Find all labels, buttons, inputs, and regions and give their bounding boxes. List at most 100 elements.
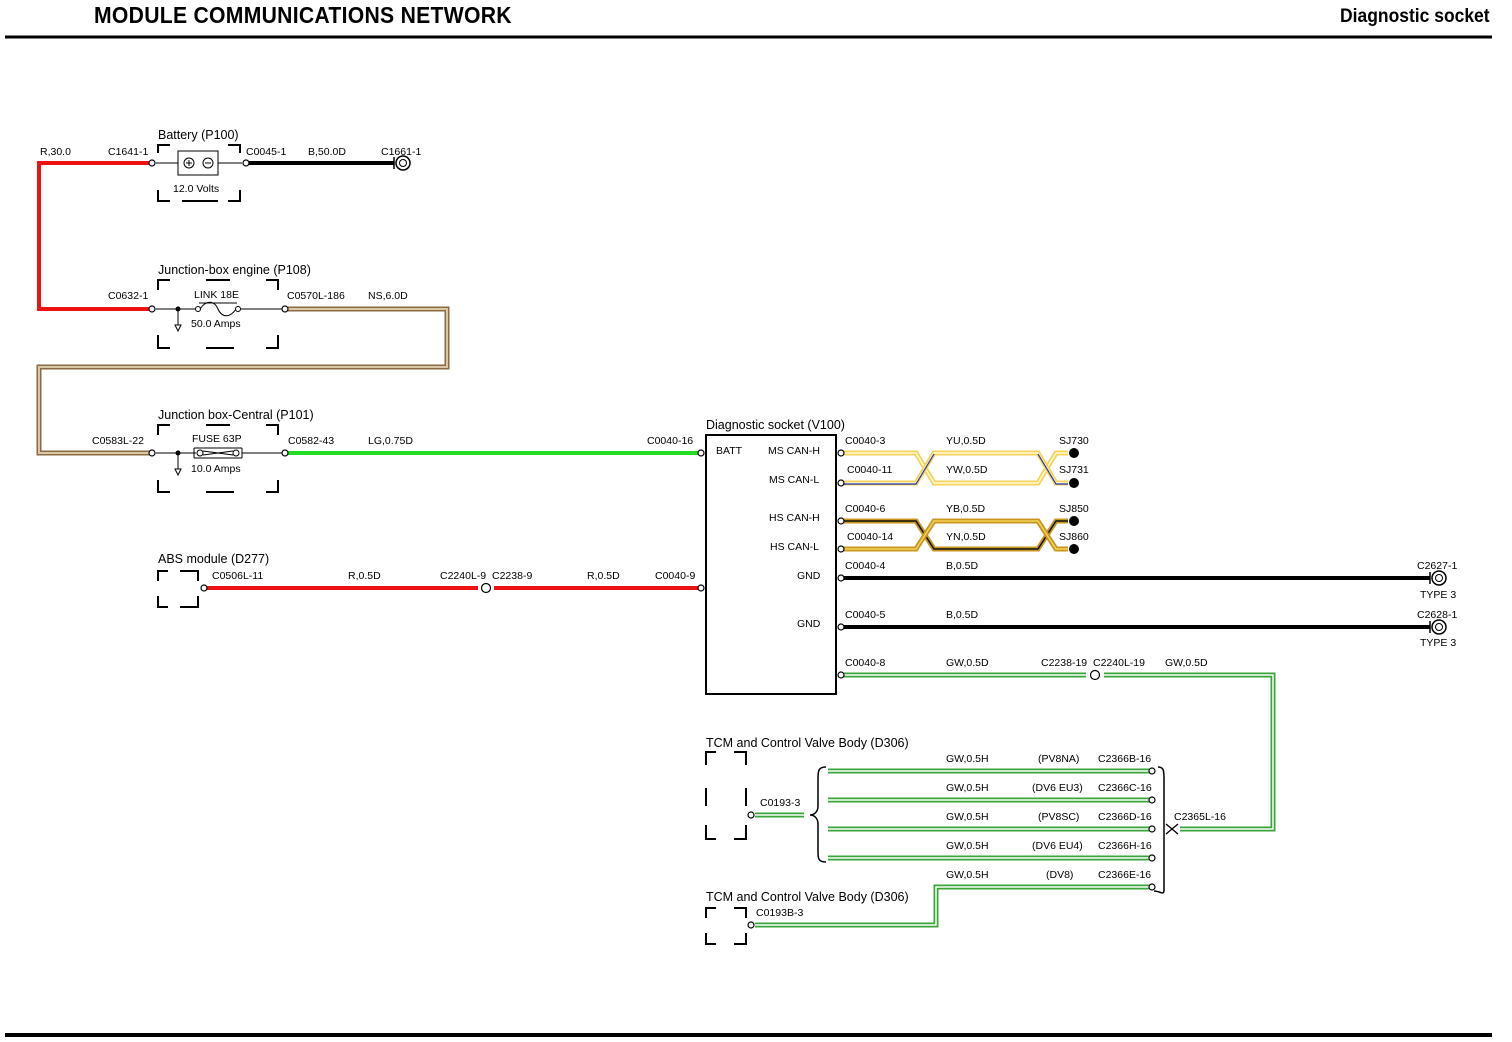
tcm-module-1-component: TCM and Control Valve Body (D306): [705, 736, 909, 840]
conn-c0040-9: C0040-9: [655, 570, 695, 582]
wire-label-yw: YW,0.5D: [946, 464, 988, 476]
conn-c1661: C1661-1: [381, 146, 421, 158]
ground-eyelet-c2627: [1429, 570, 1447, 586]
link-symbol: [199, 301, 237, 317]
pin-ms-can-l: MS CAN-L: [769, 474, 819, 486]
conn-c2627: C2627-1: [1417, 560, 1457, 572]
pin-ms-can-h: MS CAN-H: [768, 445, 820, 457]
fuse-label: FUSE 63P: [192, 433, 242, 445]
diagnostic-socket-component: Diagnostic socket (V100) BATT MS CAN-H M…: [705, 418, 845, 695]
jb-engine-label: Junction-box engine (P108): [158, 263, 311, 277]
harness-brace-left: [809, 766, 827, 863]
jb-central-label: Junction box-Central (P101): [158, 408, 314, 422]
splice-sj860: [1069, 544, 1079, 554]
wire-label-yb: YB,0.5D: [946, 503, 986, 515]
conn-c2366h: C2366H-16: [1098, 840, 1152, 852]
wire-label-gwh2: GW,0.5H: [946, 782, 989, 794]
conn-sj860: SJ860: [1059, 531, 1089, 543]
junction-box-engine-component: Junction-box engine (P108) LINK 18E 50.0…: [156, 263, 311, 349]
conn-c2238-9: C2238-9: [492, 570, 532, 582]
link-rating: 50.0 Amps: [191, 318, 241, 330]
pin-gnd-1: GND: [797, 570, 821, 582]
connector-labels: C1641-1 C0045-1 C1661-1 C0632-1 C0570L-1…: [92, 146, 1457, 919]
variant-dv8: (DV8): [1046, 869, 1073, 881]
splice-sj850: [1069, 516, 1079, 526]
conn-sj730: SJ730: [1059, 435, 1089, 447]
pin-hs-can-h: HS CAN-H: [769, 512, 820, 524]
conn-c0040-3: C0040-3: [845, 435, 885, 447]
conn-c2366d: C2366D-16: [1098, 811, 1152, 823]
pin-gnd-2: GND: [797, 618, 821, 630]
wire-label-yn: YN,0.5D: [946, 531, 986, 543]
wire-ns6: [36, 306, 450, 456]
conn-c0193b: C0193B-3: [756, 907, 803, 919]
conn-type3a: TYPE 3: [1420, 589, 1456, 601]
conn-c0040-8: C0040-8: [845, 657, 885, 669]
wire-label-gwh1: GW,0.5H: [946, 753, 989, 765]
inline-connectors: [148, 159, 1156, 929]
conn-c0040-6: C0040-6: [845, 503, 885, 515]
pin-hs-can-l: HS CAN-L: [770, 541, 819, 553]
link-label: LINK 18E: [194, 289, 239, 301]
wire-gwh-branches: [755, 768, 1150, 928]
wire-r30: [37, 161, 150, 311]
abs-module-component: ABS module (D277): [157, 552, 269, 608]
conn-sj850: SJ850: [1059, 503, 1089, 515]
wire-label-r05a: R,0.5D: [348, 570, 381, 582]
wire-labels: R,30.0 B,50.0D NS,6.0D LG,0.75D R,0.5D R…: [40, 146, 1208, 881]
conn-c0583: C0583L-22: [92, 435, 144, 447]
tcm2-label: TCM and Control Valve Body (D306): [706, 890, 909, 904]
ms-can-twisted-pair: [843, 450, 1068, 486]
conn-c0040-14: C0040-14: [847, 531, 893, 543]
variant-dv6-eu3: (DV6 EU3): [1032, 782, 1083, 794]
conn-c2366e: C2366E-16: [1098, 869, 1151, 881]
battery-rating: 12.0 Volts: [173, 183, 219, 195]
conn-c2366c: C2366C-16: [1098, 782, 1152, 794]
page-subtitle: Diagnostic socket: [1340, 6, 1490, 27]
conn-c0582: C0582-43: [288, 435, 334, 447]
conn-c2628: C2628-1: [1417, 609, 1457, 621]
wire-label-yu: YU,0.5D: [946, 435, 986, 447]
wire-label-r05b: R,0.5D: [587, 570, 620, 582]
tcm-module-2-component: TCM and Control Valve Body (D306): [705, 890, 909, 945]
abs-label: ABS module (D277): [158, 552, 269, 566]
wire-label-gwh3: GW,0.5H: [946, 811, 989, 823]
fuse-symbol: [193, 447, 243, 459]
wire-label-gw05a: GW,0.5D: [946, 657, 989, 669]
conn-c2240-19: C2240L-19: [1093, 657, 1145, 669]
tcm1-label: TCM and Control Valve Body (D306): [706, 736, 909, 750]
page-title: MODULE COMMUNICATIONS NETWORK: [94, 2, 512, 28]
wire-label-b05a: B,0.5D: [946, 560, 979, 572]
splice-sj731: [1069, 478, 1079, 488]
wire-label-gwh4: GW,0.5H: [946, 840, 989, 852]
conn-c0040-11: C0040-11: [847, 464, 892, 476]
harness-brace-right: [1153, 766, 1165, 894]
diag-label: Diagnostic socket (V100): [706, 418, 845, 432]
wire-gw05: [843, 672, 1276, 832]
conn-c2365: C2365L-16: [1174, 811, 1226, 823]
battery-component: Battery (P100) 12.0 Volts: [156, 128, 242, 202]
wire-label-lg075: LG,0.75D: [368, 435, 413, 447]
variant-pv8na: (PV8NA): [1038, 753, 1079, 765]
conn-c0045: C0045-1: [246, 146, 286, 158]
ground-eyelet-c2628: [1429, 619, 1447, 635]
conn-c0193: C0193-3: [760, 797, 800, 809]
fuse-rating: 10.0 Amps: [191, 463, 241, 475]
wire-label-gwh5: GW,0.5H: [946, 869, 989, 881]
conn-c0506: C0506L-11: [212, 570, 263, 582]
variant-dv6-eu4: (DV6 EU4): [1032, 840, 1083, 852]
hs-can-twisted-pair: [843, 518, 1068, 552]
wire-label-gw05b: GW,0.5D: [1165, 657, 1208, 669]
conn-c2240-9: C2240L-9: [440, 570, 486, 582]
wire-label-b05b: B,0.5D: [946, 609, 979, 621]
conn-sj731: SJ731: [1059, 464, 1089, 476]
variant-pv8sc: (PV8SC): [1038, 811, 1079, 823]
conn-c2366b: C2366B-16: [1098, 753, 1151, 765]
junction-box-central-component: Junction box-Central (P101) FUSE 63P 10.…: [156, 408, 314, 493]
battery-label: Battery (P100): [158, 128, 239, 142]
wire-label-ns6: NS,6.0D: [368, 290, 408, 302]
conn-c0040-4: C0040-4: [845, 560, 885, 572]
pin-batt: BATT: [716, 445, 743, 457]
wire-label-r30: R,30.0: [40, 146, 71, 158]
conn-type3b: TYPE 3: [1420, 637, 1456, 649]
